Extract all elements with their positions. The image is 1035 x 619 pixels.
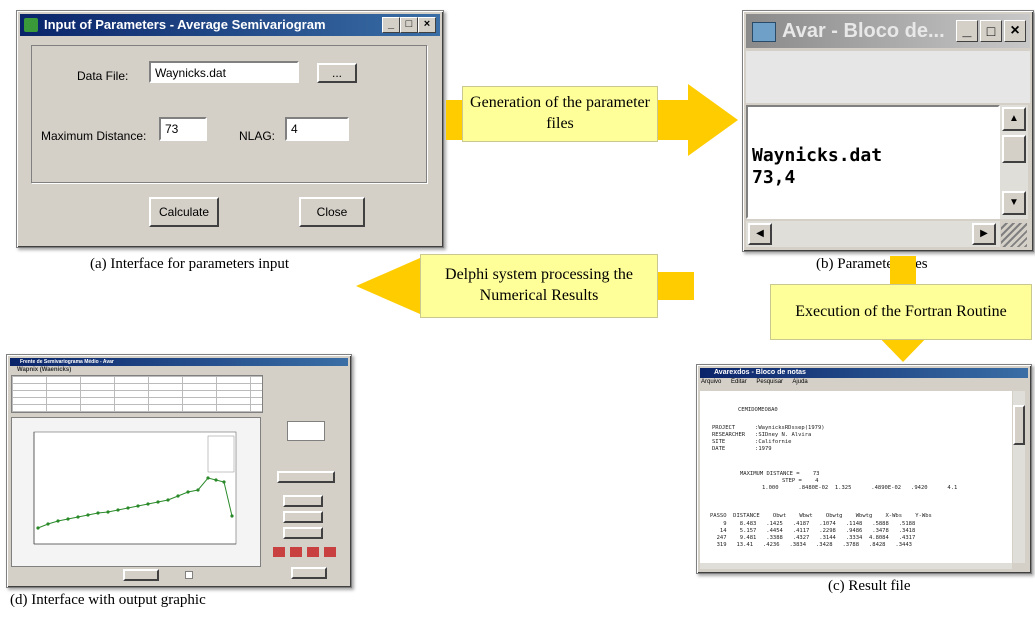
parameters-input-window: Input of Parameters - Average Semivariog…	[16, 10, 444, 248]
caption-d: (d) Interface with output graphic	[10, 592, 206, 608]
chart-legend	[207, 435, 235, 473]
result-table-header: PASSO DISTANCE Obwt Wbwt Obwtg Wbwtg X-W…	[710, 513, 932, 519]
output-button-2[interactable]	[283, 495, 323, 507]
scroll-right-button[interactable]: ▶	[972, 223, 996, 245]
max-distance-label: Maximum Distance:	[41, 129, 147, 143]
result-values: 1.000 .8480E-02 1.325 .4890E-02 .9420 4.…	[762, 485, 958, 491]
browse-button[interactable]: ...	[317, 63, 357, 83]
calculate-button[interactable]: Calculate	[149, 197, 219, 227]
result-meta-3: SITE :Californie	[712, 439, 792, 445]
semivariogram-series-points	[36, 476, 234, 530]
app-icon	[24, 18, 38, 32]
output-button-4[interactable]	[283, 527, 323, 539]
menu-item-editar[interactable]: Editar	[731, 379, 747, 385]
param-line-2: 73,4	[752, 167, 796, 188]
output-graphic-window: Frente de Semivariograma Médio - Avar Wa…	[6, 354, 352, 588]
menu-item-arquivo[interactable]: Arquivo	[701, 379, 722, 385]
result-step: STEP = 4	[782, 478, 819, 484]
close-button[interactable]: Close	[299, 197, 365, 227]
caption-a: (a) Interface for parameters input	[90, 256, 290, 272]
output-bottom-button[interactable]	[123, 569, 159, 581]
result-meta-4: DATE :1979	[712, 446, 772, 452]
result-table-row: 247 9.481 .3388 .4327 .3144 .3334 4.8084…	[710, 535, 916, 541]
menu-item-pesquisar[interactable]: Pesquisar	[756, 379, 784, 385]
notepad-text-area[interactable]: Waynicks.dat 73,4	[746, 105, 1000, 219]
result-window-titlebar[interactable]: Avarexdos - Bloco de notas	[700, 368, 1028, 378]
result-table-row: 9 8.483 .1425 .4187 .1074 .1148 .5888 .5…	[710, 521, 916, 527]
note-generation-parameter-files: Generation of the parameter files	[462, 86, 658, 142]
output-bottom-button-2[interactable]	[291, 567, 327, 579]
scroll-thumb[interactable]	[1013, 405, 1025, 445]
maximize-button[interactable]: □	[400, 17, 418, 33]
result-table-row: 319 13.41 .4236 .3834 .3428 .3788 .8428 …	[710, 542, 912, 548]
caption-c: (c) Result file	[828, 578, 911, 594]
notepad-icon	[752, 22, 776, 42]
result-horizontal-scrollbar[interactable]	[700, 563, 1012, 569]
result-table-row: 14 5.157 .4454 .4117 .2298 .9486 .3478 .…	[710, 528, 916, 534]
notepad-titlebar[interactable]: Avar - Bloco de... _ □ ×	[746, 14, 1030, 48]
result-file-window: Avarexdos - Bloco de notas Arquivo Edita…	[696, 364, 1032, 574]
parameters-group-box	[31, 45, 427, 183]
output-select[interactable]	[287, 421, 325, 441]
output-chart-panel	[11, 417, 261, 567]
scroll-down-button[interactable]: ▼	[1002, 191, 1026, 215]
output-side-controls	[265, 417, 345, 565]
notepad-menu-area	[746, 51, 1030, 103]
output-nav-buttons[interactable]	[273, 547, 339, 557]
maximize-button[interactable]: □	[980, 20, 1002, 42]
nlag-label: NLAG:	[239, 129, 276, 143]
parameter-file-window: Avar - Bloco de... _ □ × Waynicks.dat 73…	[742, 10, 1034, 252]
output-button-1[interactable]	[277, 471, 335, 483]
close-window-button[interactable]: ×	[1004, 20, 1026, 42]
data-file-input[interactable]: Waynicks.dat	[149, 61, 299, 83]
scroll-thumb[interactable]	[1002, 135, 1026, 163]
minimize-button[interactable]: _	[382, 17, 400, 33]
vertical-scrollbar[interactable]: ▲ ▼	[1000, 105, 1028, 219]
result-menu-bar: Arquivo Editar Pesquisar Ajuda	[701, 379, 808, 389]
note-delphi-processing: Delphi system processing the Numerical R…	[420, 254, 658, 318]
semivariogram-chart	[33, 431, 237, 545]
chart-plot-area	[33, 431, 237, 545]
scroll-up-button[interactable]: ▲	[1002, 107, 1026, 131]
output-button-3[interactable]	[283, 511, 323, 523]
result-window-title: Avarexdos - Bloco de notas	[714, 369, 806, 376]
output-data-grid[interactable]	[11, 375, 263, 413]
max-distance-input[interactable]: 73	[159, 117, 207, 141]
notepad-title: Avar - Bloco de...	[782, 20, 945, 42]
result-meta-2: RESEARCHER :SIDney N. Alvira	[712, 432, 812, 438]
output-checkbox[interactable]	[185, 571, 193, 579]
result-max-distance: MAXIMUM DISTANCE = 73	[740, 471, 820, 477]
parameters-window-title: Input of Parameters - Average Semivariog…	[44, 17, 326, 32]
param-line-1: Waynicks.dat	[752, 145, 883, 166]
data-file-label: Data File:	[77, 69, 129, 83]
result-header: CEMIDOMEO8A0	[738, 407, 778, 413]
minimize-button[interactable]: _	[956, 20, 978, 42]
menu-item-ajuda[interactable]: Ajuda	[792, 379, 808, 385]
output-window-title: Frente de Semivariograma Médio - Avar	[20, 359, 114, 365]
resize-grip-icon[interactable]	[1001, 223, 1027, 247]
horizontal-scrollbar[interactable]: ◀ ▶	[746, 221, 1000, 247]
nlag-input[interactable]: 4	[285, 117, 349, 141]
output-subtitle: Wapnix (Waenicks)	[17, 367, 72, 373]
output-window-titlebar[interactable]: Frente de Semivariograma Médio - Avar	[10, 358, 348, 366]
note-execution-fortran-routine: Execution of the Fortran Routine	[770, 284, 1032, 340]
result-vertical-scrollbar[interactable]	[1013, 391, 1025, 563]
parameters-window-titlebar[interactable]: Input of Parameters - Average Semivariog…	[20, 14, 440, 36]
result-meta-1: PROJECT :WaynicksRDssep(1979)	[712, 425, 825, 431]
result-text-area[interactable]: CEMIDOMEO8A0 PROJECT :WaynicksRDssep(197…	[700, 391, 1012, 563]
close-window-button[interactable]: ×	[418, 17, 436, 33]
scroll-left-button[interactable]: ◀	[748, 223, 772, 245]
